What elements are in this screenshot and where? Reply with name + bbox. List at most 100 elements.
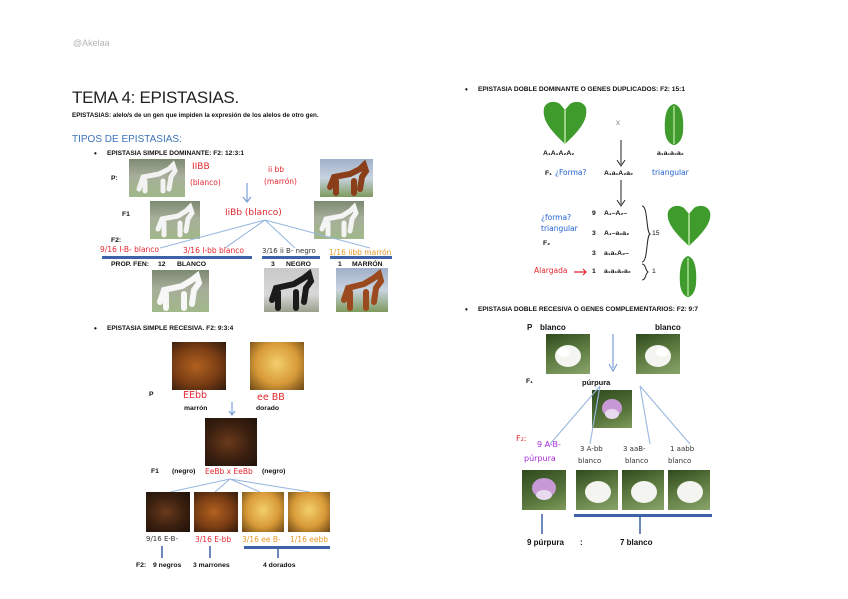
dd-f2-q2: triangular [541,224,578,233]
dr-f2-d-color: blanco [668,457,692,465]
dd-parent-left: A₁A₁A₂A₂ [543,150,575,157]
sr-left-genotype: EEbb [183,390,208,401]
white-horse-photo [129,159,185,197]
dd-row3-g: a₁a₁A₂– [604,250,629,257]
dd-row4-g: a₁a₁a₂a₂ [604,268,631,275]
bracket-dorados [244,546,330,549]
flower-icon [631,481,657,503]
elongated-fruit-icon [679,256,697,297]
result-arrows [541,514,641,534]
sr-f2-label: F2: [136,562,147,569]
sd-f2-label: F2: [111,237,122,244]
dr-sep: : [580,538,583,547]
sr-result-b: 3 marrones [193,562,230,569]
sd-f2-d: 1/16 iibb marrón [329,248,392,257]
sd-f2-c: 3/16 ii B- negro [262,247,316,255]
horse-icon [157,270,203,311]
black-horse-photo [264,268,319,312]
sr-f1-genotype: EeBb x EeBb [205,467,253,476]
dd-f2-label: F₂ [543,240,551,247]
dr-f2-a-color: púrpura [524,454,556,463]
prop-brown: MARRÓN [352,261,383,268]
dd-brace-total2: 1 [652,268,656,275]
arrow-down-icon [616,180,626,207]
brown-dog-photo [172,342,226,390]
brown-horse-photo [320,159,373,197]
sr-f2-c: 3/16 ee B- [242,535,281,544]
white-horse-photo [314,201,364,239]
arrow-down-icon [608,334,618,373]
f2-arrows [549,385,691,445]
brown-horse-photo [336,268,388,312]
sr-right-label: dorado [256,405,280,412]
dd-parent-right: a₁a₁a₂a₂ [657,150,684,157]
flower-icon [645,345,671,367]
horse-icon [269,268,315,311]
sr-f1-right: (negro) [262,468,286,475]
dd-row4-n: 1 [592,268,596,275]
sr-f2-d: 1/16 eebb [290,535,328,544]
heart-fruit-icon [543,101,587,144]
dr-p-right: blanco [655,323,681,332]
dr-f2-c: 3 aaB- [623,445,646,453]
golden-dog-photo [250,342,304,390]
white-flower-photo [636,334,680,374]
dd-row2-n: 3 [592,230,596,237]
dr-f2-b: 3 A-bb [580,445,603,453]
white-flower-photo [576,470,618,510]
cross-symbol: x [616,118,620,127]
definition-text: EPISTASIAS: alelo/s de un gen que impide… [72,112,319,119]
white-flower-photo [546,334,590,374]
flower-icon [602,399,622,419]
simple-recesiva-heading: EPISTASIA SIMPLE RECESIVA. F2: 9:3:4 [94,324,233,333]
watermark: @Akelaa [73,38,110,48]
dr-p-left: blanco [540,323,566,332]
dr-f1-color: púrpura [582,378,611,387]
horse-icon [341,268,385,311]
bracket-marron [330,256,392,259]
arrow-down-icon [616,140,626,167]
sr-p-label: P [149,391,154,398]
dd-row1-n: 9 [592,210,596,217]
white-flower-photo [668,470,710,510]
dr-f1-label: F₁ [526,378,533,385]
sd-p-left-phenotype: (blanco) [190,178,221,187]
brown-dog-photo [194,492,238,532]
dr-f2-c-color: blanco [625,457,649,465]
heart-fruit-icon [667,205,711,246]
black-dog-photo [205,418,257,466]
dd-row1-g: A₁–A₂– [604,210,628,217]
black-dog-photo [146,492,190,532]
dd-f1-q: ¿Forma? [555,168,587,177]
sd-f1-label: F1 [122,211,130,218]
dr-result-a: 9 púrpura [527,538,564,547]
sd-p-left-genotype: IIBB [192,162,210,172]
f2-arrows [159,219,371,249]
elongated-fruit-icon [664,104,684,145]
sd-f2-a: 9/16 I-B- blanco [100,245,160,254]
white-horse-photo [150,201,200,239]
white-horse-photo [152,270,209,312]
bracket-negro [262,256,320,259]
flower-icon [677,481,703,503]
prop-white: BLANCO [177,261,207,268]
horse-icon [136,160,178,194]
flower-icon [585,481,611,503]
dr-f2-a-frac: 9 A-B- [537,440,561,449]
sd-p-right-genotype: ii bb [268,165,285,174]
horse-icon [155,202,195,238]
golden-dog-photo [242,492,284,532]
prop-white-n: 12 [158,261,166,268]
sd-p-right-phenotype: (marrón) [264,177,297,186]
result-arrows [161,546,279,558]
dd-f1-genotype: A₁a₁A₂a₂ [604,170,634,177]
dr-f2-label: F₂: [516,434,527,443]
dd-elong-label: Alargada [534,266,568,275]
prop-brown-n: 1 [338,261,342,268]
dr-f2-d: 1 aabb [670,445,695,453]
horse-icon [319,202,359,238]
sr-result-a: 9 negros [153,562,182,569]
white-flower-photo [622,470,664,510]
arrow-right-icon [574,268,587,276]
dr-f2-b-color: blanco [578,457,602,465]
